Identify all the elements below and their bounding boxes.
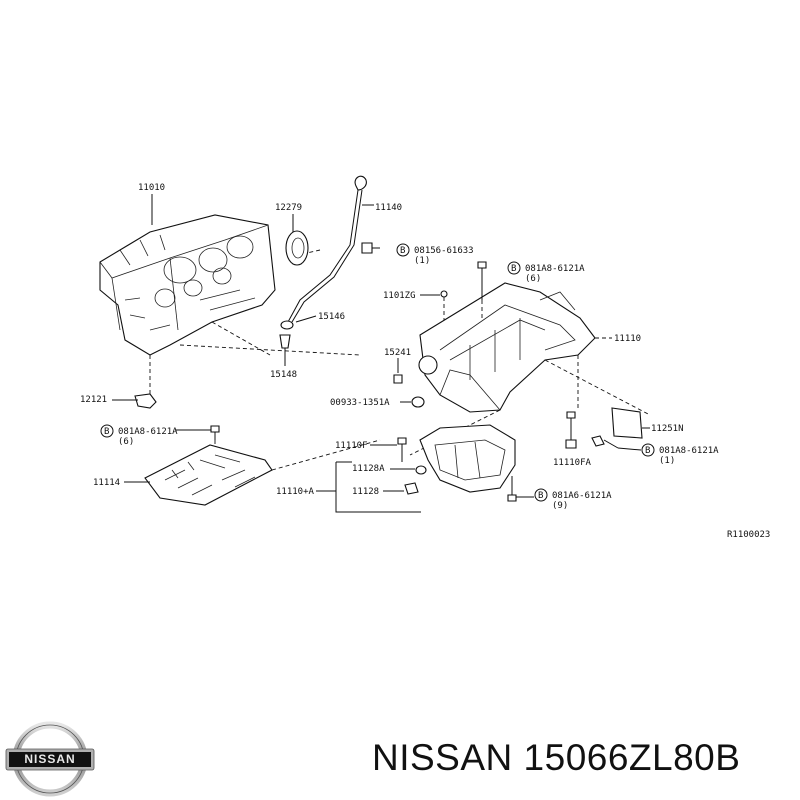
engine-block: [99, 214, 276, 356]
label-15148: 15148: [270, 370, 297, 380]
part-number-caption: NISSAN 15066ZL80B: [372, 737, 741, 778]
label-11110fa: 11110FA: [553, 458, 592, 468]
label-12279: 12279: [275, 203, 302, 213]
nissan-logo-text: NISSAN: [24, 752, 76, 766]
oil-seal: [285, 230, 309, 266]
label-081a8-right-qty: (1): [659, 456, 675, 466]
circle-b-2: [507, 261, 521, 275]
o-ring-15146: [280, 320, 294, 330]
circle-b-label-4: B: [645, 446, 650, 456]
circle-b-label-3: B: [104, 427, 109, 437]
bolt-081a6: [507, 476, 517, 502]
label-11010: 11010: [138, 183, 165, 193]
label-11114: 11114: [93, 478, 120, 488]
label-11128a: 11128A: [352, 464, 385, 474]
baffle-plate-11114: [144, 444, 273, 506]
label-081a8-top: 081A8-6121A: [525, 264, 585, 274]
seal-00933: [411, 396, 425, 408]
bolt-081a8-top: [477, 261, 487, 300]
pin-15241: [393, 374, 403, 384]
circle-b-label-2: B: [511, 264, 516, 274]
label-081a6-qty: (9): [552, 501, 568, 511]
dipstick: [287, 175, 367, 323]
guide-15148: [279, 334, 291, 349]
lower-oil-pan: [419, 424, 516, 493]
bolt-11110f: [397, 437, 407, 462]
circle-b-4: [641, 443, 655, 457]
washer-11128a: [415, 465, 427, 475]
circle-b-label-5: B: [538, 491, 543, 501]
label-11110: 11110: [614, 334, 641, 344]
label-1101zg: 1101ZG: [383, 291, 416, 301]
bolt-081a8-right: [591, 435, 619, 449]
upper-oil-pan: [418, 282, 596, 413]
label-081a8-left: 081A8-6121A: [118, 427, 178, 437]
diagram-code: R1100023: [727, 530, 770, 540]
label-11110a: 11110+A: [276, 487, 315, 497]
sensor-12121: [130, 393, 157, 409]
label-15146: 15146: [318, 312, 345, 322]
bracket-11251n: [611, 407, 643, 439]
circle-b-label-1: B: [400, 246, 405, 256]
label-081a6: 081A6-6121A: [552, 491, 612, 501]
drain-plug-11128: [404, 482, 419, 495]
bolt-08156: [361, 242, 380, 254]
label-00933: 00933-1351A: [330, 398, 390, 408]
oil-pump-boss: [418, 355, 438, 375]
label-08156-qty: (1): [414, 256, 430, 266]
circle-b-5: [534, 488, 548, 502]
label-12121: 12121: [80, 395, 107, 405]
nissan-logo: [5, 721, 95, 797]
label-081a8-left-qty: (6): [118, 437, 134, 447]
plug-1101zg: [440, 290, 448, 298]
label-081a8-right: 081A8-6121A: [659, 446, 719, 456]
bolt-11110fa: [565, 411, 577, 449]
circle-b-1: [396, 243, 410, 257]
label-081a8-top-qty: (6): [525, 274, 541, 284]
label-11251n: 11251N: [651, 424, 684, 434]
label-08156: 08156-61633: [414, 246, 474, 256]
label-11128: 11128: [352, 487, 379, 497]
circle-b-3: [100, 424, 114, 438]
label-11110f: 11110F: [335, 441, 368, 451]
label-15241: 15241: [384, 348, 411, 358]
bolt-081a8-left: [210, 425, 220, 440]
label-11140: 11140: [375, 203, 402, 213]
